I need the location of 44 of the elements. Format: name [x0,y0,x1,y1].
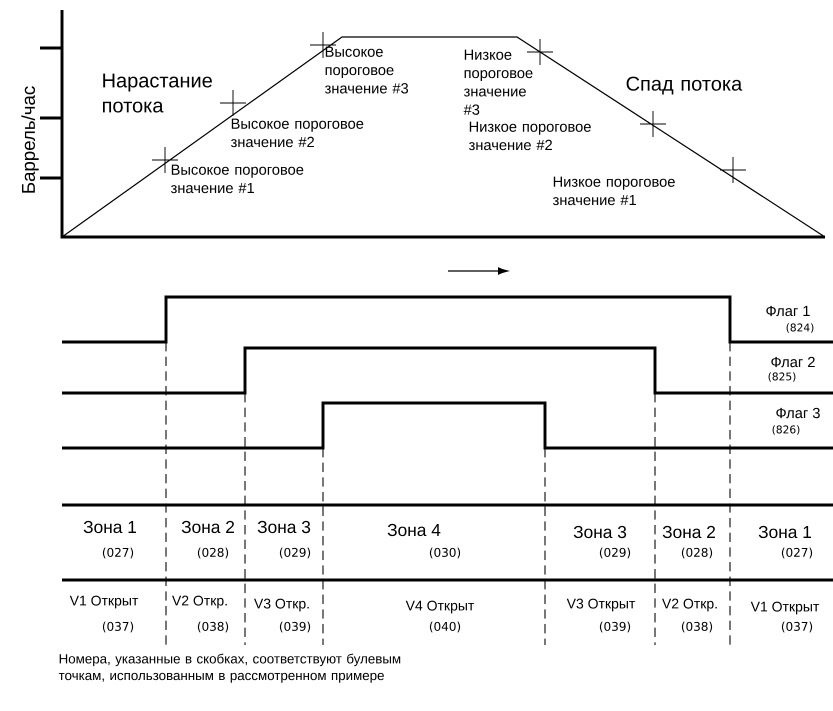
threshold-label: Высокое пороговое значение #3 [324,46,408,94]
point-number: (029) [600,548,630,558]
point-number: (027) [102,548,134,558]
footnote: Номера, указанные в скобках, соответствуют булевым точкам, использованным в рассмотренном примере [58,654,400,683]
point-number: (038) [682,622,712,632]
point-number: (824) [786,323,814,333]
flag-label: Флаг 2 [771,356,815,368]
zone-label: Зона 4 [388,524,440,536]
valve-label: V2 Откр. [172,596,227,608]
point-number: (037) [102,622,134,632]
zone-label: Зона 1 [84,520,136,534]
valve-label: V1 Открыт [70,596,138,608]
point-number: (029) [280,548,310,558]
point-number: (028) [198,548,228,558]
point-number: (028) [682,548,712,558]
zone-label: Зона 3 [258,520,310,534]
threshold-label: Низкое пороговое значение #2 [468,122,591,150]
zone-label: Зона 3 [574,526,626,538]
point-number: (826) [772,425,800,435]
point-number: (039) [600,622,630,632]
threshold-label: Высокое пороговое значение #2 [230,118,364,148]
valve-label: V2 Откр. [662,598,717,612]
flag-label: Флаг 1 [766,306,810,316]
valve-label: V3 Откр. [254,598,309,612]
valve-label: V4 Открыт [406,600,474,614]
phase-label: Нарастание потока [102,74,212,113]
threshold-label: Низкое пороговое значение #1 [552,176,675,206]
point-number: (027) [782,548,812,558]
zone-label: Зона 1 [758,526,812,538]
point-number: (039) [280,622,310,632]
point-number: (030) [430,548,460,558]
point-number: (037) [782,622,812,632]
threshold-label: Низкое пороговое значение #3 [464,50,532,115]
valve-label: V3 Открыт [566,598,636,612]
zone-label: Зона 2 [662,526,715,538]
valve-label: V1 Открыт [750,602,820,614]
threshold-label: Высокое пороговое значение #1 [170,164,304,194]
point-number: (040) [430,622,460,632]
axis-label: Баррель/час [21,86,39,193]
zone-label: Зона 2 [182,520,234,534]
phase-label: Спад потока [626,76,742,95]
flag-label: Флаг 3 [776,408,820,418]
point-number: (038) [198,622,228,632]
point-number: (825) [768,372,796,382]
